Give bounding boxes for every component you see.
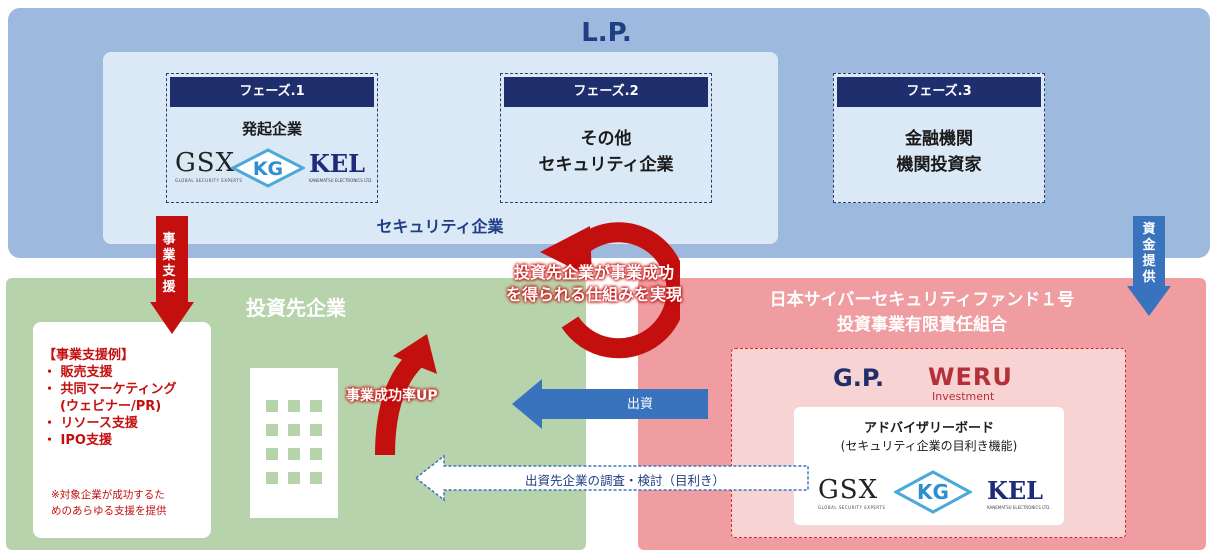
investment-label: 出資: [626, 397, 653, 412]
kel-logo-sub: KANEMATSU ELECTRONICS LTD.: [987, 505, 1051, 510]
kel-logo-sub: KANEMATSU ELECTRONICS LTD.: [309, 178, 373, 183]
gsx-logo: GSX: [175, 148, 236, 178]
advisory-title: アドバイザリーボード: [863, 421, 994, 436]
support-title: 【事業支援例】: [43, 348, 135, 363]
capital-provision-label: 資金提供: [1142, 222, 1156, 285]
gsx-logo-sub: GLOBAL SECURITY EXPERTS: [818, 505, 886, 510]
security-companies-label: セキュリティ企業: [376, 217, 504, 236]
kg-logo-text: KG: [253, 158, 283, 180]
support-examples-box: 【事業支援例】 ・ 販売支援 ・ 共同マーケティング (ウェビナー/PR) ・ …: [33, 322, 211, 538]
support-item: ・ 販売支援: [43, 365, 113, 380]
support-item: ・ IPO支援: [43, 433, 112, 448]
building-icon: [250, 368, 338, 518]
advisory-subtitle: (セキュリティ企業の目利き機能): [840, 439, 1018, 453]
weru-logo-sub: Investment: [932, 390, 995, 403]
fund-title: 日本サイバーセキュリティファンド１号 投資事業有限責任組合: [769, 290, 1075, 335]
weru-logo: WERU: [928, 363, 1013, 391]
gsx-logo-sub: GLOBAL SECURITY EXPERTS: [175, 178, 243, 183]
support-list: ・ 販売支援 ・ 共同マーケティング (ウェビナー/PR) ・ リソース支援 ・…: [43, 364, 208, 449]
success-rate-label: 事業成功率UP: [346, 388, 438, 404]
kg-logo: KG: [231, 148, 305, 188]
portfolio-title: 投資先企業: [246, 296, 346, 320]
support-item: (ウェビナー/PR): [60, 399, 162, 414]
capital-provision-arrow: [1127, 216, 1171, 316]
research-label: 出資先企業の調査・検討（目利き）: [524, 473, 725, 488]
cycle-arrow-icon: [540, 222, 680, 359]
kg-logo: KG: [894, 470, 972, 514]
phase-3-body-line1: 金融機関: [905, 129, 973, 149]
phase-1-header: フェーズ.1: [170, 77, 374, 107]
phase-3-header: フェーズ.3: [837, 77, 1041, 107]
advisory-board-box: アドバイザリーボード (セキュリティ企業の目利き機能) GSX GLOBAL S…: [794, 407, 1064, 525]
phase-3-card: フェーズ.3 金融機関 機関投資家: [833, 73, 1045, 203]
gsx-logo: GSX: [818, 475, 879, 505]
support-item: ・ 共同マーケティング: [43, 382, 177, 397]
kel-logo: KEL: [987, 476, 1044, 505]
lp-title: L.P.: [581, 18, 632, 48]
gp-label: G.P.: [833, 364, 885, 392]
phase-3-body-line2: 機関投資家: [896, 155, 982, 175]
kel-logo: KEL: [309, 149, 366, 178]
business-support-label: 事業支援: [162, 232, 176, 295]
support-note: ※対象企業が成功するた めのあらゆる支援を提供: [51, 489, 167, 517]
support-item: ・ リソース支援: [43, 416, 138, 431]
phase-2-body-line2: セキュリティ企業: [538, 155, 674, 175]
cycle-caption: 投資先企業が事業成功 を得られる仕組みを実現: [505, 263, 682, 304]
kg-logo-text: KG: [917, 480, 949, 504]
phase-2-body-line1: その他: [580, 129, 632, 149]
phase-1-body: 発起企業: [241, 120, 302, 138]
investment-arrow: [512, 379, 708, 429]
phase-2-card: フェーズ.2 その他 セキュリティ企業: [500, 73, 712, 203]
success-rate-up-arrow: [375, 334, 437, 456]
phase-1-card: フェーズ.1 発起企業 GSX GLOBAL SECURITY EXPERTS …: [166, 73, 378, 203]
research-arrow: [414, 454, 809, 502]
business-support-arrow: [150, 216, 194, 334]
phase-2-header: フェーズ.2: [504, 77, 708, 107]
